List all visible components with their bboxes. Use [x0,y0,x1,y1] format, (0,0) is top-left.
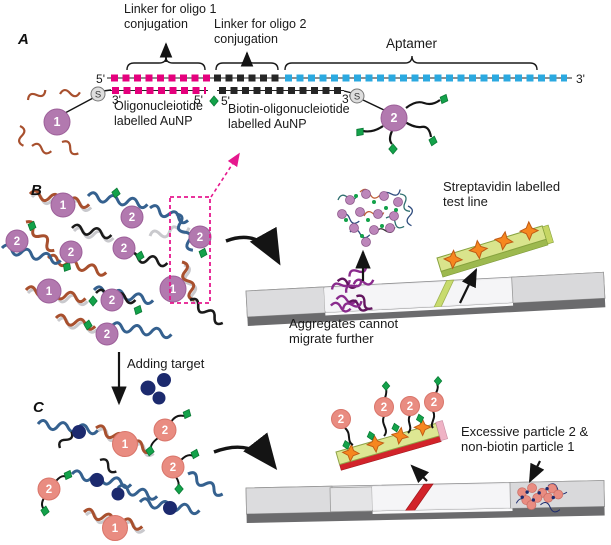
thiol-linker [349,88,365,104]
highlight-box [169,196,211,304]
svg-text:2: 2 [338,414,344,426]
aptamer-brace [284,55,538,71]
svg-text:2: 2 [104,329,110,341]
panel-b-label: B [31,182,42,199]
panel-c-label: C [33,399,44,416]
flow-arrow-b [225,226,281,266]
sample-pad [245,286,326,318]
svg-text:2: 2 [431,397,437,409]
svg-text:2: 2 [46,484,52,496]
three-prime-top-right: 3' [576,72,585,86]
target-molecules [140,373,171,405]
strip-front [246,506,605,523]
five-prime-oligo1: 5' [194,93,203,107]
five-prime-oligo2: 5' [221,94,230,108]
aggregate-network: 1 2 2 2 2 2 1 2 1 2 [0,152,240,346]
strip-front [247,298,606,326]
aunp-particle2-unit: S 2 [343,88,451,155]
dispersed-particles: 2 1 2 2 1 [37,418,185,541]
panel-a-label: A [18,31,29,48]
redline-callout-arrow [410,464,430,484]
construct-duplex: 5' 3' 3' 5' 5' 3' [96,42,585,108]
flow-arrow-c [213,432,278,471]
aunp-particle1-unit: S 1 [15,85,112,158]
svg-text:2: 2 [68,247,74,259]
highlight-arrow [210,152,240,198]
excessive-caption: Excessive particle 2 &non-biotin particl… [461,424,589,454]
svg-text:2: 2 [197,232,203,244]
svg-text:2: 2 [162,425,168,437]
conjugate-pad [329,486,373,513]
excess-callout-arrow [529,460,545,483]
particle2 [380,104,408,132]
svg-text:2: 2 [170,462,176,474]
dispersed-mixture: 2 1 2 2 1 [36,407,227,541]
streptavidin-bar [436,221,554,278]
three-prime-oligo1: 3' [112,93,121,107]
svg-text:2: 2 [121,243,127,255]
absorbent-pad [511,271,606,304]
svg-text:1: 1 [46,286,53,298]
svg-text:2: 2 [407,401,413,413]
mini-aggregate [336,185,416,247]
svg-text:2: 2 [129,212,135,224]
svg-text:2: 2 [391,111,398,125]
svg-text:2: 2 [14,236,20,248]
lfa-strip-positive [245,480,605,523]
aggregate-particles: 1 2 2 2 2 2 1 2 1 2 [5,192,212,346]
sample-pad [245,485,333,515]
svg-text:2: 2 [381,402,387,414]
bound-particles-detail: 2 2 2 2 [331,376,449,471]
membrane [372,483,513,510]
adding-target-caption: Adding target [127,356,205,371]
lfa-strip-negative [245,261,606,326]
five-prime-top-left: 5' [96,72,105,86]
svg-text:1: 1 [60,200,67,212]
svg-text:1: 1 [54,115,61,129]
test-line-faint [433,279,455,308]
svg-text:S: S [95,90,101,101]
excess-particle-cluster [515,481,569,514]
svg-text:1: 1 [122,439,129,451]
svg-text:2: 2 [109,295,115,307]
svg-text:S: S [354,92,360,103]
strep-callout-arrow [459,268,477,304]
svg-text:1: 1 [112,523,119,535]
biotin-icon [209,95,219,107]
three-prime-oligo2: 3' [342,92,351,106]
target-molecules [72,425,177,515]
thiol-linker [90,86,106,102]
aptamer-caption: Aptamer [386,36,438,51]
particle1 [43,108,71,136]
svg-text:1: 1 [170,284,177,296]
